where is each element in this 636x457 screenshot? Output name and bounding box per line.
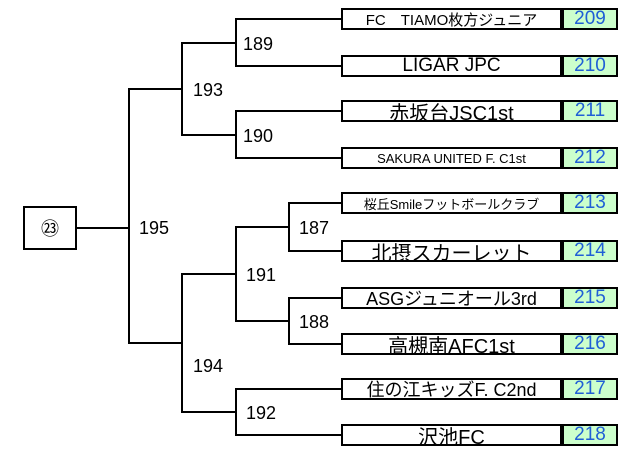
team-number-label: 210 (574, 55, 606, 76)
team-number: 210 (562, 55, 618, 77)
match-188: 188 (299, 312, 330, 332)
team-box: ASGジュニオール3rd (341, 287, 562, 309)
team-box: LIGAR JPC (341, 55, 562, 77)
team-number-label: 218 (574, 424, 606, 445)
team-box: 高槻南AFC1st (341, 333, 562, 355)
team-name: 桜丘Smileフットボールクラブ (363, 196, 540, 212)
team-number-label: 211 (574, 100, 606, 121)
root-label: ㉓ (41, 219, 59, 239)
team-number: 216 (562, 333, 618, 355)
team-number-label: 216 (574, 333, 606, 354)
match-189: 189 (243, 34, 274, 54)
team-name: 住の江キッズF. C2nd (366, 380, 537, 400)
team-name: 沢池FC (418, 426, 485, 446)
team-number-label: 212 (574, 147, 606, 168)
team-number: 214 (562, 240, 618, 262)
team-box: SAKURA UNITED F. C1st (341, 147, 562, 169)
team-number: 211 (562, 100, 618, 122)
match-193: 193 (193, 80, 224, 100)
team-box: 住の江キッズF. C2nd (341, 378, 562, 400)
team-name: LIGAR JPC (402, 55, 501, 76)
team-number: 209 (562, 8, 618, 30)
bracket-root-box: ㉓ (23, 206, 77, 250)
team-box: 赤坂台JSC1st (341, 100, 562, 122)
match-192: 192 (246, 403, 277, 423)
team-name: FC TIAMO枚方ジュニア (365, 11, 538, 29)
team-number-label: 217 (574, 378, 606, 399)
team-number: 213 (562, 192, 618, 214)
team-number-label: 213 (574, 192, 606, 213)
team-box: 北摂スカーレット (341, 240, 562, 262)
team-name: ASGジュニオール3rd (366, 289, 537, 309)
team-number: 215 (562, 287, 618, 309)
team-number-label: 214 (574, 240, 606, 261)
match-191: 191 (246, 265, 277, 285)
match-187: 187 (299, 218, 330, 238)
team-number-label: 215 (574, 287, 606, 308)
team-number-label: 209 (574, 8, 606, 29)
team-number: 212 (562, 147, 618, 169)
team-name: 赤坂台JSC1st (389, 102, 514, 122)
team-box: 桜丘Smileフットボールクラブ (341, 192, 562, 214)
team-number: 218 (562, 424, 618, 446)
match-194: 194 (193, 356, 224, 376)
team-box: FC TIAMO枚方ジュニア (341, 8, 562, 30)
team-name: 北摂スカーレット (371, 242, 532, 262)
team-box: 沢池FC (341, 424, 562, 446)
team-number: 217 (562, 378, 618, 400)
team-name: SAKURA UNITED F. C1st (377, 150, 526, 166)
match-195: 195 (139, 218, 170, 238)
match-190: 190 (243, 126, 274, 146)
team-name: 高槻南AFC1st (388, 335, 515, 355)
line-195 (128, 88, 182, 344)
line-194 (181, 273, 236, 413)
